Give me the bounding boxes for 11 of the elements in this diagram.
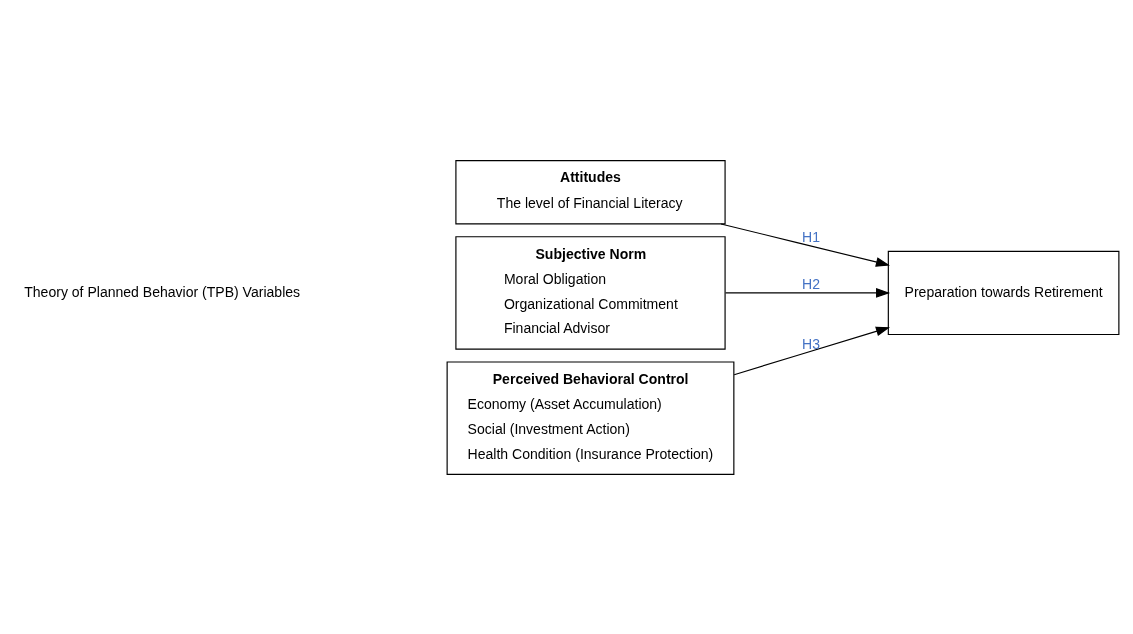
edge-label: H3: [802, 335, 821, 352]
edge-label: H2: [802, 275, 821, 292]
arrow: [720, 222, 890, 267]
node-box: Perceived Behavioral Control Economy (Asset Accumulation) Social (Investment Action) Health Condition (Insurance Protection): [446, 360, 735, 475]
edge-label: H1: [802, 228, 821, 245]
node-box: Attitudes The level of Financial Literacy: [455, 159, 726, 224]
label: Theory of Planned Behavior (TPB) Variables: [24, 283, 301, 300]
node-box: Preparation towards Retirement: [887, 250, 1120, 335]
arrow: [725, 287, 891, 298]
arrow: [733, 326, 890, 375]
node-box: Subjective Norm Moral Obligation Organizational Commitment Financial Advisor: [455, 235, 726, 350]
